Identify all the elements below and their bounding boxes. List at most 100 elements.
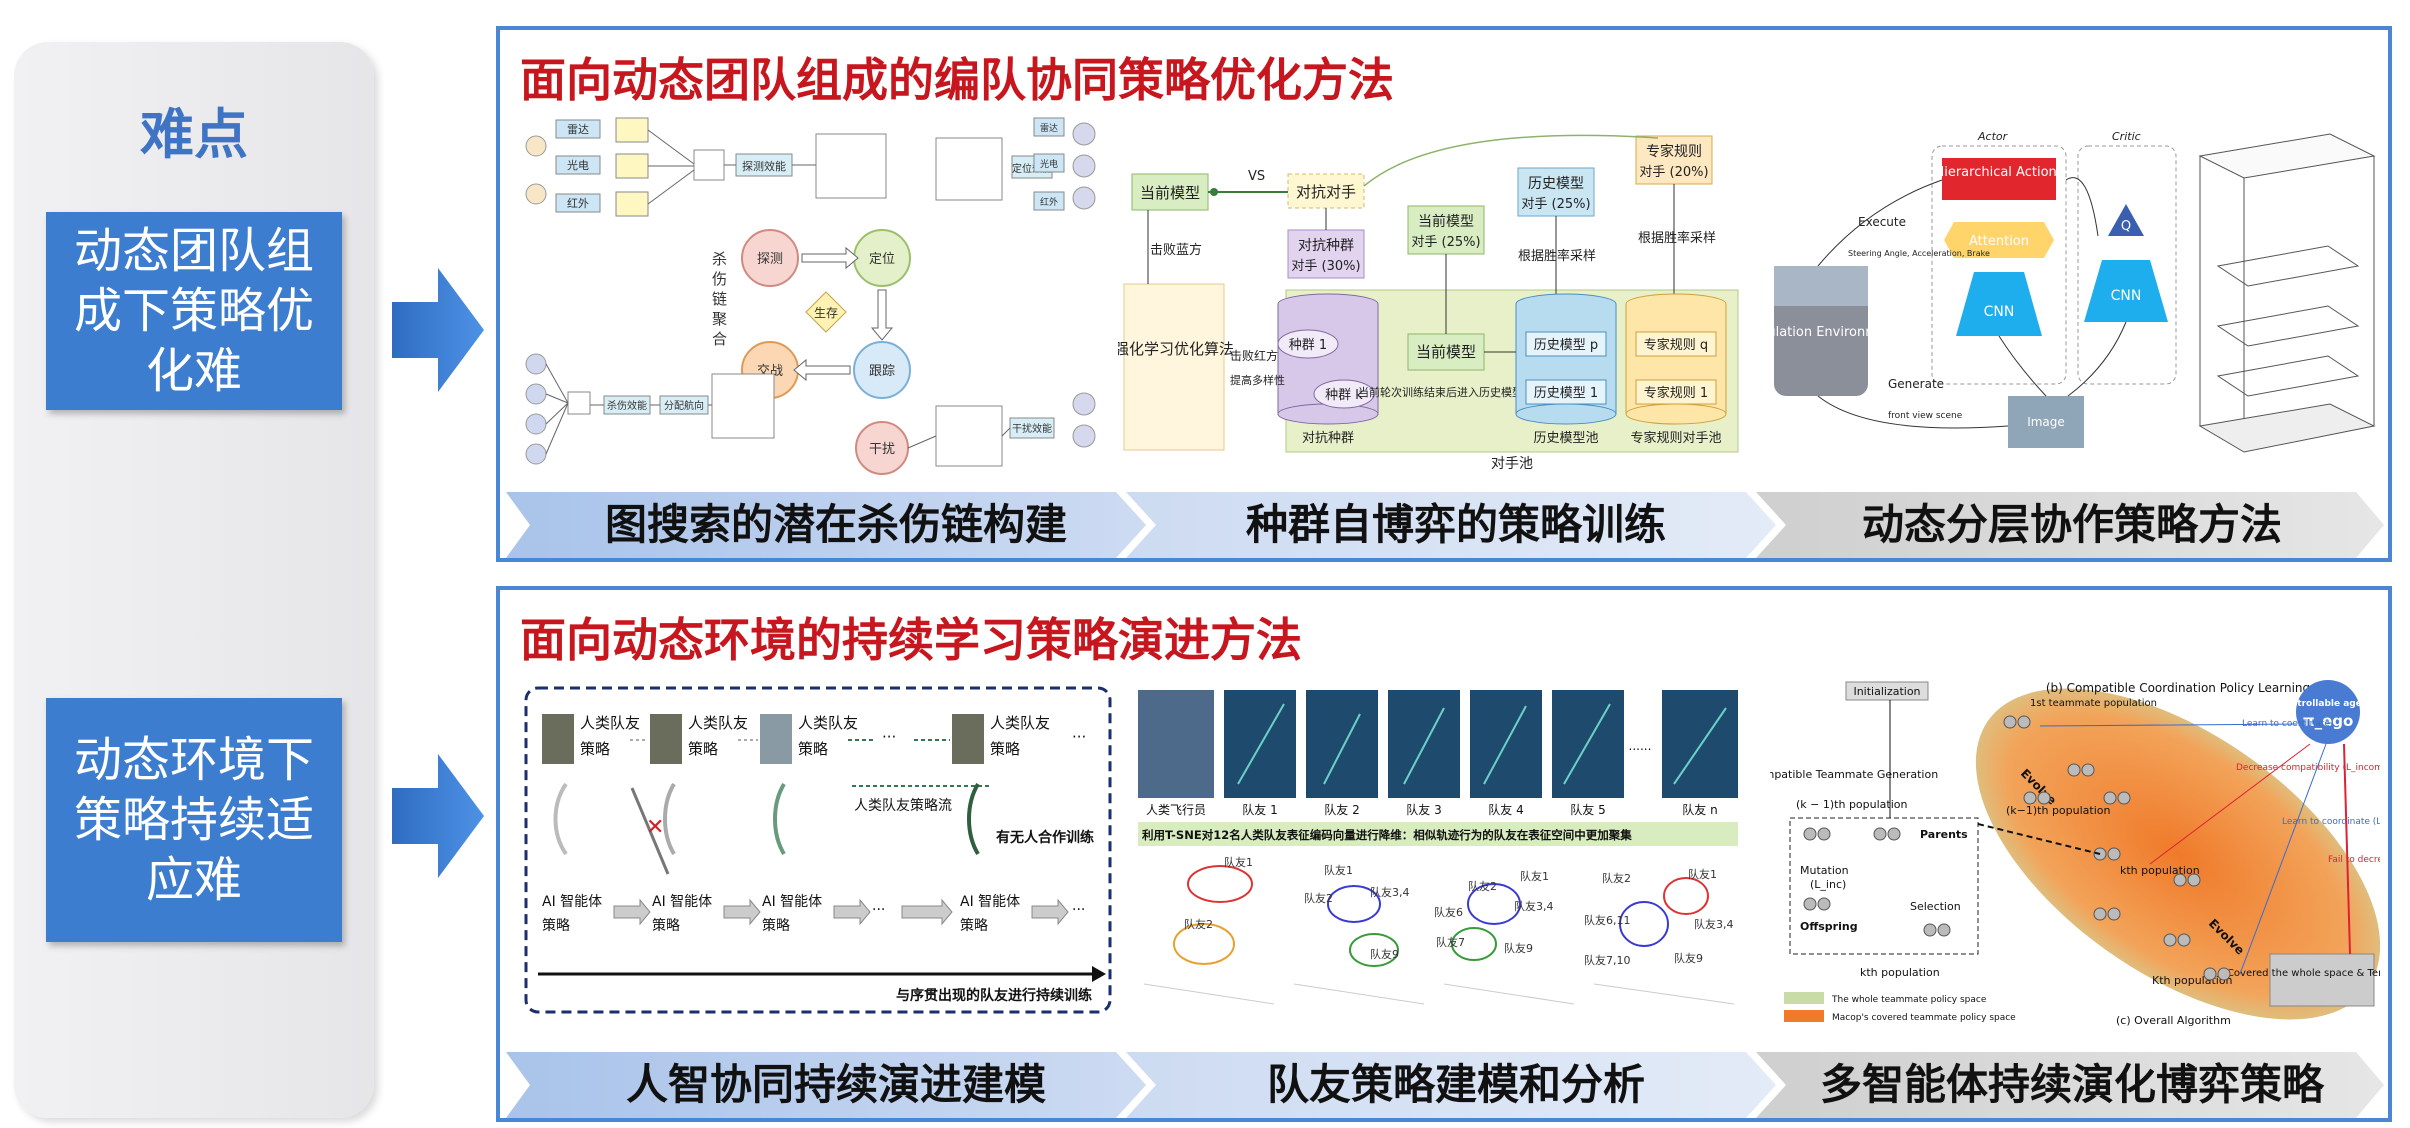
kill-chain-figure: 雷达 光电 红外 探测效能 定位效能 杀伤链聚合 探测 [516, 114, 1082, 492]
svg-text:策略: 策略 [580, 740, 610, 758]
svg-text:人类队友: 人类队友 [580, 714, 640, 732]
svg-text:Image: Image [2027, 415, 2065, 429]
svg-text:种群 k: 种群 k [1325, 388, 1363, 403]
svg-text:对手 (25%): 对手 (25%) [1411, 235, 1480, 250]
svg-text:生存: 生存 [814, 306, 838, 320]
svg-text:队友1: 队友1 [1324, 863, 1353, 877]
svg-text:(L_inc): (L_inc) [1810, 878, 1846, 891]
svg-text:雷达: 雷达 [1040, 122, 1058, 134]
hierarchical-policy-figure: Actor Critic Hierarchical Actions Attent… [1768, 126, 2380, 466]
self-play-figure: 强化学习优化算法 当前模型 VS 对抗对手 击败蓝方 对抗种群 对手 (30%)… [1118, 114, 1750, 476]
svg-text:队友9: 队友9 [1674, 951, 1703, 965]
sidebar-title: 难点 [140, 103, 248, 166]
svg-text:人类队友策略流: 人类队友策略流 [854, 797, 952, 814]
svg-text:Offspring: Offspring [1800, 920, 1858, 933]
svg-text:···: ··· [1072, 728, 1086, 746]
svg-text:根据胜率采样: 根据胜率采样 [1518, 248, 1596, 264]
svg-text:对抗种群: 对抗种群 [1298, 238, 1354, 254]
right-arrow-icon-1 [392, 268, 484, 392]
svg-text:专家规则 1: 专家规则 1 [1644, 385, 1708, 401]
svg-text:队友7,10: 队友7,10 [1584, 953, 1631, 967]
banner-multiagent: 多智能体持续演化博弈策略 [1819, 1060, 2324, 1109]
sidebar: 难点 动态团队组成下策略优化难 动态环境下策略持续适应难 [14, 42, 374, 1118]
svg-text:光电: 光电 [1040, 158, 1058, 170]
svg-text:红外: 红外 [1040, 196, 1058, 208]
svg-text:人类队友: 人类队友 [990, 714, 1050, 732]
svg-text:队友 4: 队友 4 [1488, 802, 1523, 817]
svg-text:The whole teammate policy spac: The whole teammate policy space [1831, 995, 1987, 1005]
svg-text:干扰效能: 干扰效能 [1012, 422, 1052, 435]
svg-text:对手池: 对手池 [1491, 456, 1533, 472]
svg-text:队友2: 队友2 [1304, 891, 1333, 905]
svg-text:强化学习优化算法: 强化学习优化算法 [1118, 340, 1234, 358]
svg-text:队友3,4: 队友3,4 [1514, 899, 1554, 913]
svg-text:聚: 聚 [712, 310, 727, 328]
difficulty-label-team: 动态团队组成下策略优化难 [73, 223, 314, 399]
svg-text:探测效能: 探测效能 [742, 159, 786, 173]
svg-text:···: ··· [1072, 902, 1085, 918]
svg-text:对手 (20%): 对手 (20%) [1639, 165, 1708, 180]
svg-text:当前模型: 当前模型 [1140, 184, 1200, 202]
svg-text:策略: 策略 [652, 917, 680, 934]
svg-text:AI 智能体: AI 智能体 [652, 894, 712, 910]
svg-text:种群 1: 种群 1 [1289, 338, 1327, 353]
svg-text:策略: 策略 [542, 917, 570, 934]
teammate-analysis-figure: 人类飞行员 队友 1 队友 2 队友 3 队友 4 队友 5 ...... 队友… [1134, 684, 1744, 1018]
svg-text:历史模型: 历史模型 [1528, 176, 1584, 192]
svg-text:队友9: 队友9 [1370, 947, 1399, 961]
svg-text:AI 智能体: AI 智能体 [542, 894, 602, 910]
svg-text:CNN: CNN [2111, 288, 2142, 304]
svg-text:对手 (30%): 对手 (30%) [1291, 259, 1360, 274]
svg-text:Covered the whole space & Term: Covered the whole space & Terminate [2227, 968, 2380, 979]
svg-text:Generate: Generate [1888, 377, 1944, 391]
svg-text:Q: Q [2121, 219, 2131, 234]
svg-text:Fail to decrease compatibility: Fail to decrease compatibility [2328, 855, 2380, 865]
svg-text:Decrease compatibility (L_inco: Decrease compatibility (L_incom) [2236, 763, 2380, 773]
panel-title-env: 面向动态环境的持续学习策略演进方法 [520, 613, 1302, 667]
svg-text:杀: 杀 [712, 250, 727, 268]
difficulty-box-team: 动态团队组成下策略优化难 [46, 212, 342, 410]
svg-text:分配航向: 分配航向 [664, 399, 704, 412]
svg-text:队友2: 队友2 [1184, 917, 1213, 931]
svg-text:Actor: Actor [1977, 130, 2009, 143]
human-ai-figure: 人类队友策略 人类队友策略 人类队友策略 ··· 人类队友策略 ··· 人类队友… [522, 684, 1114, 1018]
svg-text:队友9: 队友9 [1504, 941, 1533, 955]
kill-chain-right-platforms: 雷达 光电 红外 [1032, 114, 1102, 492]
svg-text:···: ··· [872, 902, 885, 918]
svg-text:Steering Angle, Acceleration,: Steering Angle, Acceleration, Brake [1848, 249, 1990, 258]
svg-text:对手 (25%): 对手 (25%) [1521, 197, 1590, 212]
svg-text:历史模型 p: 历史模型 p [1534, 338, 1598, 353]
svg-text:队友 1: 队友 1 [1242, 802, 1277, 817]
svg-text:对抗种群: 对抗种群 [1302, 431, 1354, 446]
right-arrow-icon-2 [392, 754, 484, 878]
svg-text:当前模型: 当前模型 [1416, 343, 1476, 361]
svg-text:Initialization: Initialization [1853, 685, 1920, 698]
svg-text:(k − 1)th population: (k − 1)th population [1796, 798, 1908, 811]
svg-text:队友2: 队友2 [1602, 871, 1631, 885]
svg-text:AI 智能体: AI 智能体 [762, 894, 822, 910]
svg-text:策略: 策略 [762, 917, 790, 934]
panel-title-team: 面向动态团队组成的编队协同策略优化方法 [520, 53, 1394, 107]
svg-text:Macop's covered teammate polic: Macop's covered teammate policy space [1832, 1013, 2016, 1023]
svg-text:定位: 定位 [869, 252, 895, 267]
svg-text:队友1: 队友1 [1224, 855, 1253, 869]
svg-text:队友3,4: 队友3,4 [1694, 917, 1734, 931]
svg-text:提高多样性: 提高多样性 [1230, 373, 1285, 387]
svg-text:VS: VS [1248, 169, 1265, 184]
svg-text:干扰: 干扰 [869, 442, 895, 457]
svg-text:历史模型 1: 历史模型 1 [1534, 386, 1598, 401]
svg-text:光电: 光电 [567, 158, 589, 172]
svg-text:探测: 探测 [757, 252, 783, 267]
svg-text:队友 n: 队友 n [1682, 802, 1717, 817]
svg-text:人类队友: 人类队友 [798, 714, 858, 732]
svg-text:队友3,4: 队友3,4 [1370, 885, 1410, 899]
svg-text:π_ego: π_ego [2303, 712, 2354, 730]
svg-text:kth population: kth population [2120, 864, 2200, 877]
svg-text:Selection: Selection [1910, 900, 1961, 913]
svg-text:历史模型池: 历史模型池 [1533, 431, 1598, 446]
svg-text:队友1: 队友1 [1520, 869, 1549, 883]
svg-text:Simulation Environment: Simulation Environment [1768, 325, 1899, 340]
svg-text:链: 链 [712, 290, 727, 308]
svg-text:front view scene: front view scene [1888, 411, 1963, 421]
evolution-figure: Initialization (b) Compatible Coordinati… [1770, 674, 2380, 1030]
